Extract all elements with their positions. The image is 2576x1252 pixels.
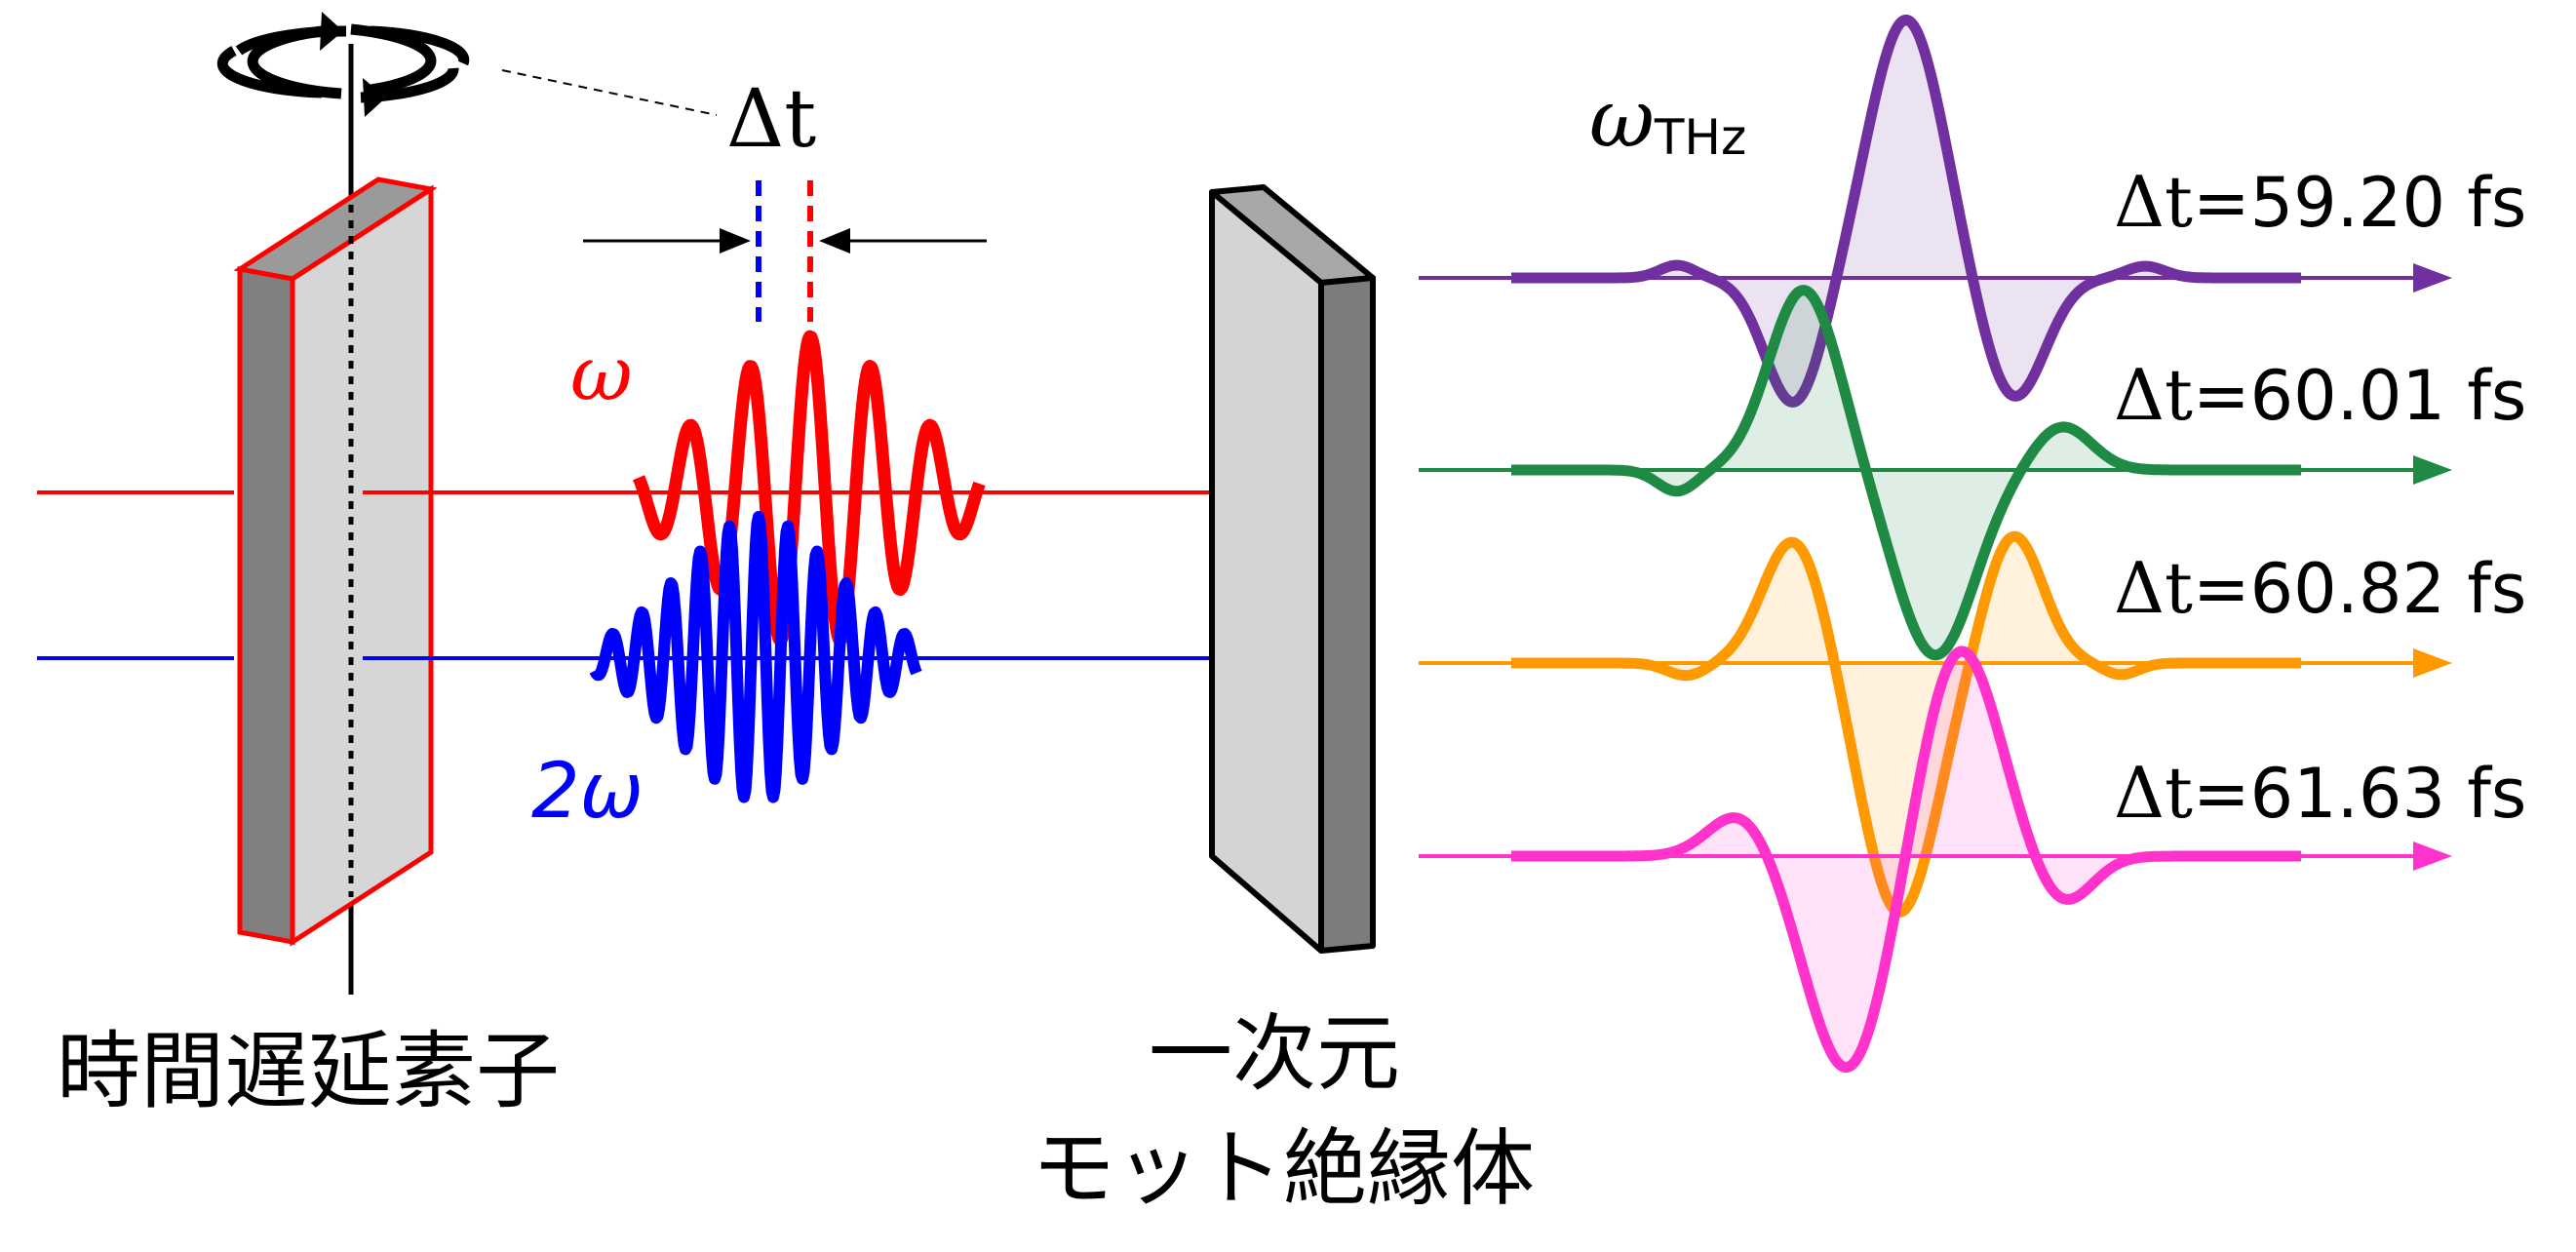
omega-label: ω (570, 331, 633, 418)
trace-label-purple: Δt=59.20 fs (2114, 161, 2526, 243)
mott-label-line2: モット絶縁体 (1032, 1120, 1535, 1218)
thz-arrowhead-orange (2413, 648, 2452, 678)
thz-fill-purple (1511, 20, 2301, 403)
mott-label-line1: 一次元 (1149, 1005, 1400, 1103)
thz-arrowhead-magenta (2413, 841, 2452, 871)
delay-arrowhead-right (819, 228, 850, 254)
delay-arrowhead-left (720, 228, 751, 254)
leader-line (501, 69, 718, 116)
thz-waveform-purple (1507, 15, 2305, 408)
trace-label-green: Δt=60.01 fs (2114, 354, 2526, 436)
thz-fill-green (1511, 290, 2301, 655)
thz-traces (1419, 15, 2452, 1074)
delay-element-label: 時間遅延素子 (57, 1023, 560, 1120)
delay-element-slab (233, 176, 438, 947)
rotation-icon (216, 12, 470, 117)
trace-label-orange: Δt=60.82 fs (2114, 547, 2526, 629)
omega-thz-label: ωTHz (1589, 73, 1746, 166)
blue-pulse-2omega (589, 511, 922, 803)
thz-waveform-green (1507, 285, 2305, 661)
thz-fill-orange (1511, 536, 2301, 913)
delta-t-label: Δt (726, 73, 816, 166)
thz-waveform-orange (1507, 530, 2305, 918)
thz-arrowhead-purple (2413, 263, 2452, 293)
thz-waveform-magenta (1507, 646, 2305, 1074)
two-omega-label: 2ω (531, 748, 644, 836)
red-pulse-omega (633, 330, 986, 647)
thz-arrowhead-green (2413, 455, 2452, 485)
trace-label-magenta: Δt=61.63 fs (2114, 752, 2526, 834)
mott-insulator-slab (1209, 184, 1376, 954)
